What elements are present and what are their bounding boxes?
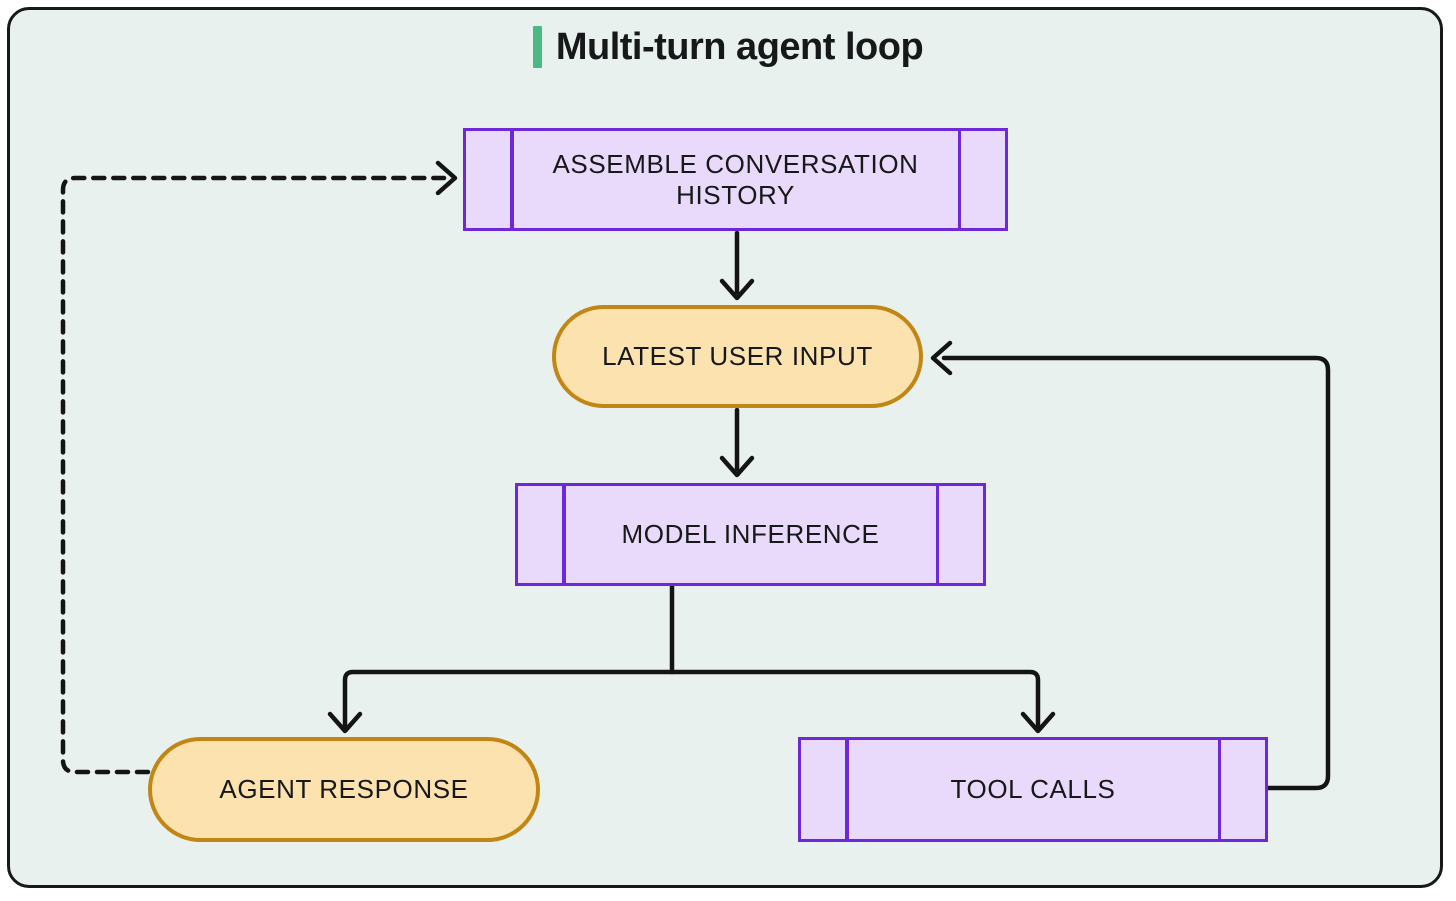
diagram-header: Multi-turn agent loop: [0, 26, 1456, 68]
node-label: AGENT RESPONSE: [219, 774, 469, 805]
node-assemble-conversation-history: ASSEMBLE CONVERSATION HISTORY: [463, 128, 1008, 231]
node-tool-calls: TOOL CALLS: [798, 737, 1268, 842]
title-accent-bar: [532, 26, 542, 68]
node-label: TOOL CALLS: [950, 774, 1116, 805]
subroutine-divider-left: [845, 740, 849, 839]
subroutine-divider-left: [510, 131, 514, 228]
node-agent-response: AGENT RESPONSE: [148, 737, 540, 842]
node-label: LATEST USER INPUT: [602, 341, 873, 372]
node-label: ASSEMBLE CONVERSATION HISTORY: [552, 148, 919, 210]
subroutine-divider-right: [957, 131, 961, 228]
node-latest-user-input: LATEST USER INPUT: [552, 305, 923, 408]
subroutine-divider-right: [935, 486, 939, 583]
node-model-inference: MODEL INFERENCE: [515, 483, 986, 586]
subroutine-divider-right: [1217, 740, 1221, 839]
diagram-title: Multi-turn agent loop: [555, 26, 924, 68]
node-label: MODEL INFERENCE: [621, 519, 880, 550]
subroutine-divider-left: [562, 486, 566, 583]
